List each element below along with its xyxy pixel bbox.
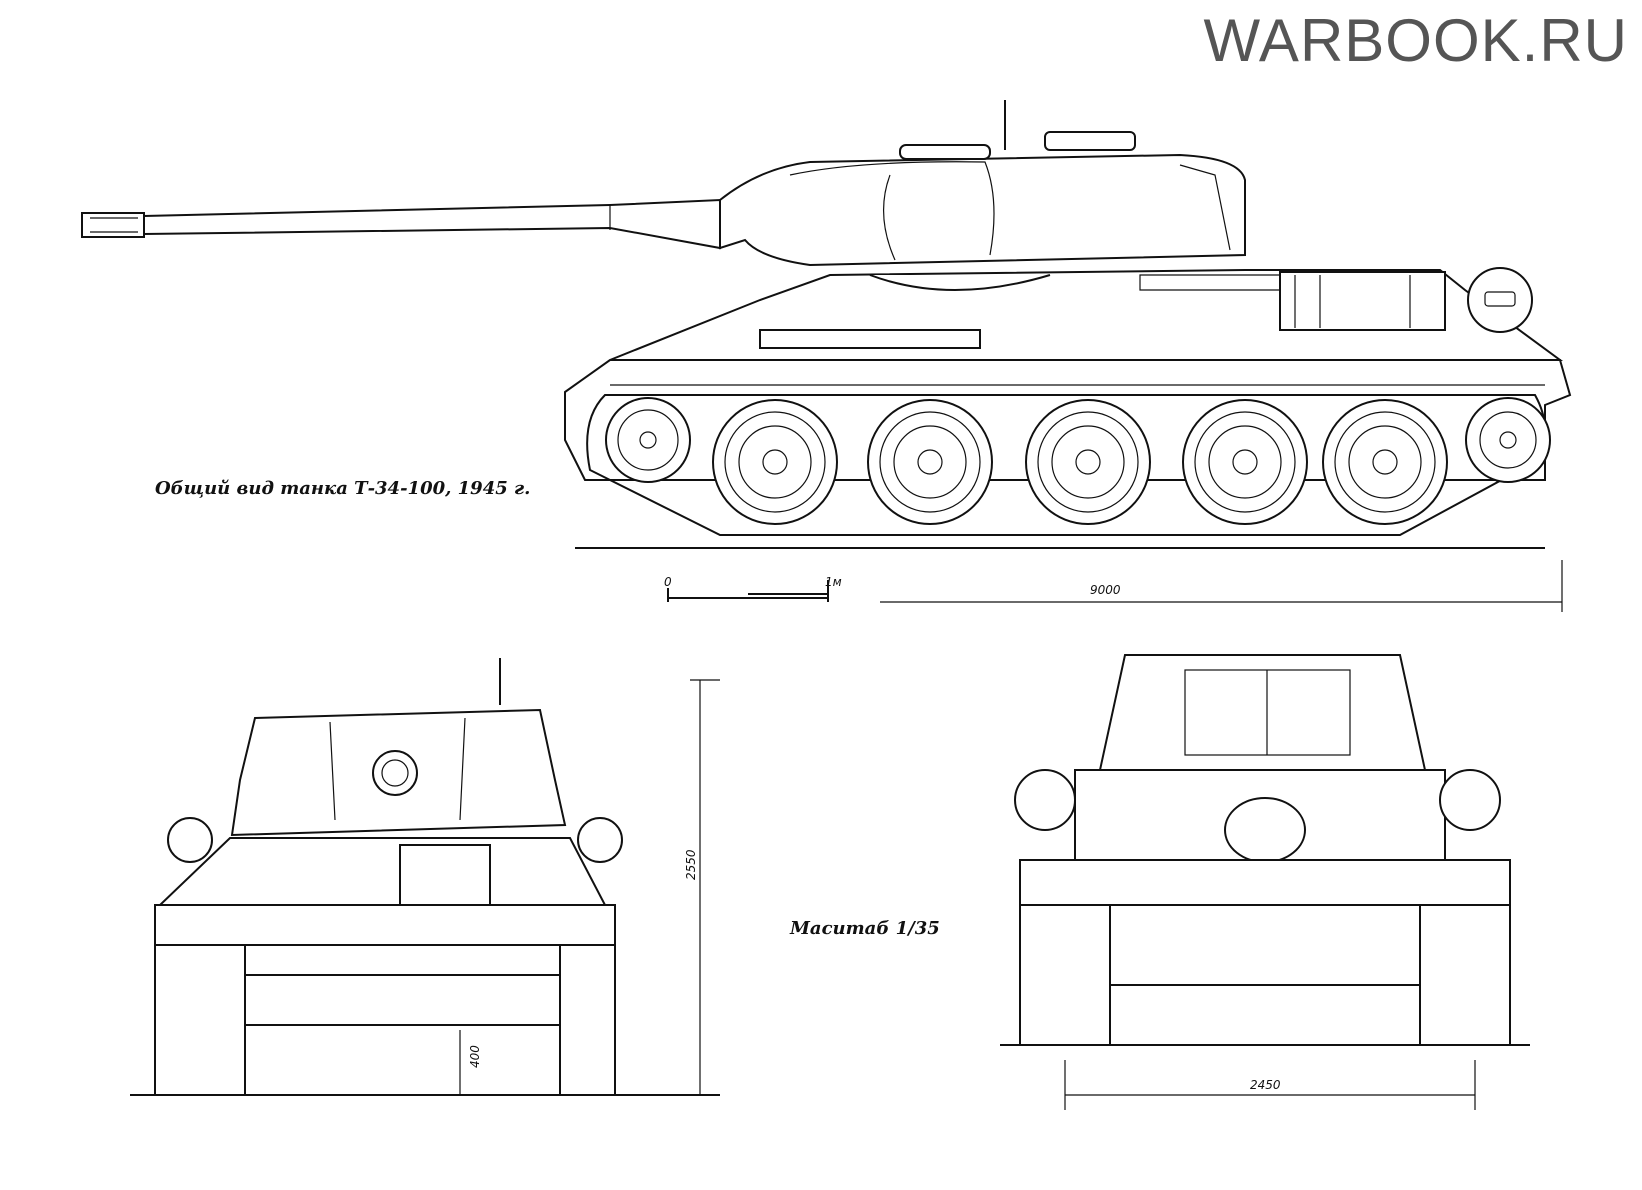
length-dimension-label: 9000 <box>1090 583 1121 597</box>
scale-bar <box>667 580 829 602</box>
road-wheel-2 <box>867 399 993 525</box>
scale-caption: Маситаб 1/35 <box>790 918 940 939</box>
road-wheel-3 <box>1025 399 1151 525</box>
height-dimension-label: 2550 <box>684 849 698 880</box>
length-dimension-line <box>880 560 1563 612</box>
scale-bar-start-label: 0 <box>664 575 672 589</box>
watermark: WARBOOK.RU <box>1203 7 1628 74</box>
road-wheels <box>605 397 1551 525</box>
turret <box>719 100 1246 267</box>
drive-sprocket <box>1465 397 1551 483</box>
road-wheel-5 <box>1322 399 1448 525</box>
front-view <box>130 658 720 1096</box>
side-view <box>81 100 1572 612</box>
width-dimension-label: 2450 <box>1250 1078 1281 1092</box>
clearance-dimension-label: 400 <box>468 1045 482 1068</box>
gun-barrel <box>81 198 721 250</box>
scale-bar-end-label: 1м <box>825 575 842 589</box>
rear-view <box>1000 654 1530 1110</box>
road-wheel-4 <box>1182 399 1308 525</box>
main-caption: Общий вид танка Т-34-100, 1945 г. <box>155 478 531 499</box>
idler-wheel <box>605 397 691 483</box>
road-wheel-1 <box>712 399 838 525</box>
